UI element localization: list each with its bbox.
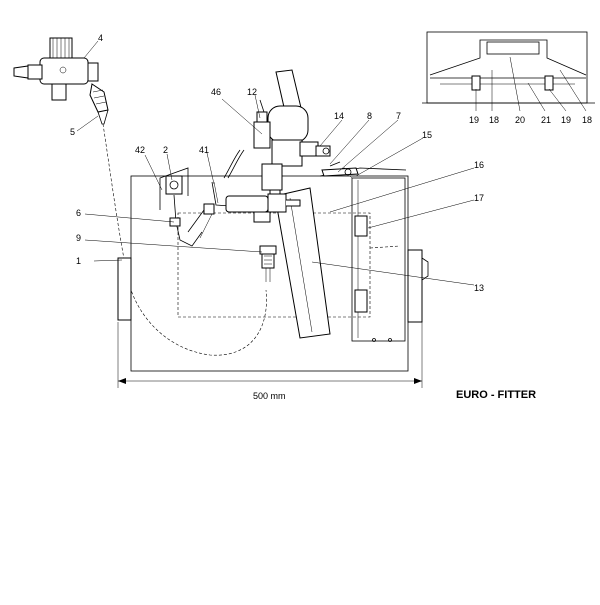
burner-body bbox=[274, 187, 331, 339]
solenoid bbox=[253, 121, 271, 149]
valve-body bbox=[271, 139, 303, 167]
callout-9: 9 bbox=[76, 233, 81, 243]
callout-17: 17 bbox=[474, 193, 484, 203]
valve-lower bbox=[261, 163, 283, 191]
detail-inner-window bbox=[486, 41, 540, 55]
regulator-inlet-nut bbox=[27, 64, 43, 80]
valve-dome bbox=[267, 105, 309, 143]
injector-body bbox=[261, 253, 275, 269]
regulator-body bbox=[39, 57, 89, 85]
detail-label-18-right: 18 bbox=[582, 115, 592, 125]
detail-label-18-left: 18 bbox=[489, 115, 499, 125]
burner-bracket bbox=[159, 167, 203, 247]
hinge-top bbox=[354, 215, 368, 237]
thermocouple-clip bbox=[169, 217, 181, 227]
detail-leg-right bbox=[544, 75, 554, 91]
callout-15: 15 bbox=[422, 130, 432, 140]
callout-42: 42 bbox=[135, 145, 145, 155]
detail-label-21: 21 bbox=[541, 115, 551, 125]
callout-7: 7 bbox=[396, 111, 401, 121]
inner-dashed-box bbox=[177, 212, 371, 318]
detail-leg-left bbox=[471, 75, 481, 91]
pressure-regulator bbox=[13, 37, 109, 125]
dimension-500: 500 mm bbox=[117, 322, 423, 401]
bracket-clamp bbox=[165, 175, 183, 195]
nozzle-body bbox=[225, 195, 269, 213]
callout-46: 46 bbox=[211, 87, 221, 97]
brand-title: EURO - FITTER bbox=[456, 389, 536, 401]
detail-label-19-right: 19 bbox=[561, 115, 571, 125]
callout-4: 4 bbox=[98, 33, 103, 43]
detail-view: 19 18 20 21 19 18 bbox=[422, 31, 595, 125]
callout-6: 6 bbox=[76, 208, 81, 218]
injector-fitting bbox=[259, 245, 277, 282]
regulator-inlet-fitting bbox=[13, 65, 29, 79]
nozzle-assembly bbox=[225, 177, 301, 223]
hose-fitting bbox=[89, 83, 109, 113]
callout-8: 8 bbox=[367, 111, 372, 121]
dimension-label: 500 mm bbox=[253, 391, 286, 401]
gas-hose bbox=[102, 123, 267, 356]
callout-1: 1 bbox=[76, 256, 81, 266]
top-fittings bbox=[321, 161, 359, 177]
callout-16: 16 bbox=[474, 160, 484, 170]
callout-14: 14 bbox=[334, 111, 344, 121]
detail-label-20: 20 bbox=[515, 115, 525, 125]
right-side-panel bbox=[407, 249, 423, 323]
callout-5: 5 bbox=[70, 127, 75, 137]
regulator-bottom-port bbox=[51, 83, 67, 101]
valve-column bbox=[223, 69, 331, 191]
callout-leaders bbox=[76, 40, 475, 286]
callout-41: 41 bbox=[199, 145, 209, 155]
hinge-bottom bbox=[354, 289, 368, 313]
callout-13: 13 bbox=[474, 283, 484, 293]
burner-tube bbox=[274, 187, 331, 339]
callout-12: 12 bbox=[247, 87, 257, 97]
detail-label-19-left: 19 bbox=[469, 115, 479, 125]
left-side-panel bbox=[117, 257, 132, 321]
regulator-outlet-nut bbox=[87, 62, 99, 82]
front-door-panel bbox=[351, 177, 406, 342]
callout-labels: 4 5 1 42 2 41 46 12 14 8 7 15 16 17 13 6… bbox=[70, 33, 484, 293]
callout-2: 2 bbox=[163, 145, 168, 155]
